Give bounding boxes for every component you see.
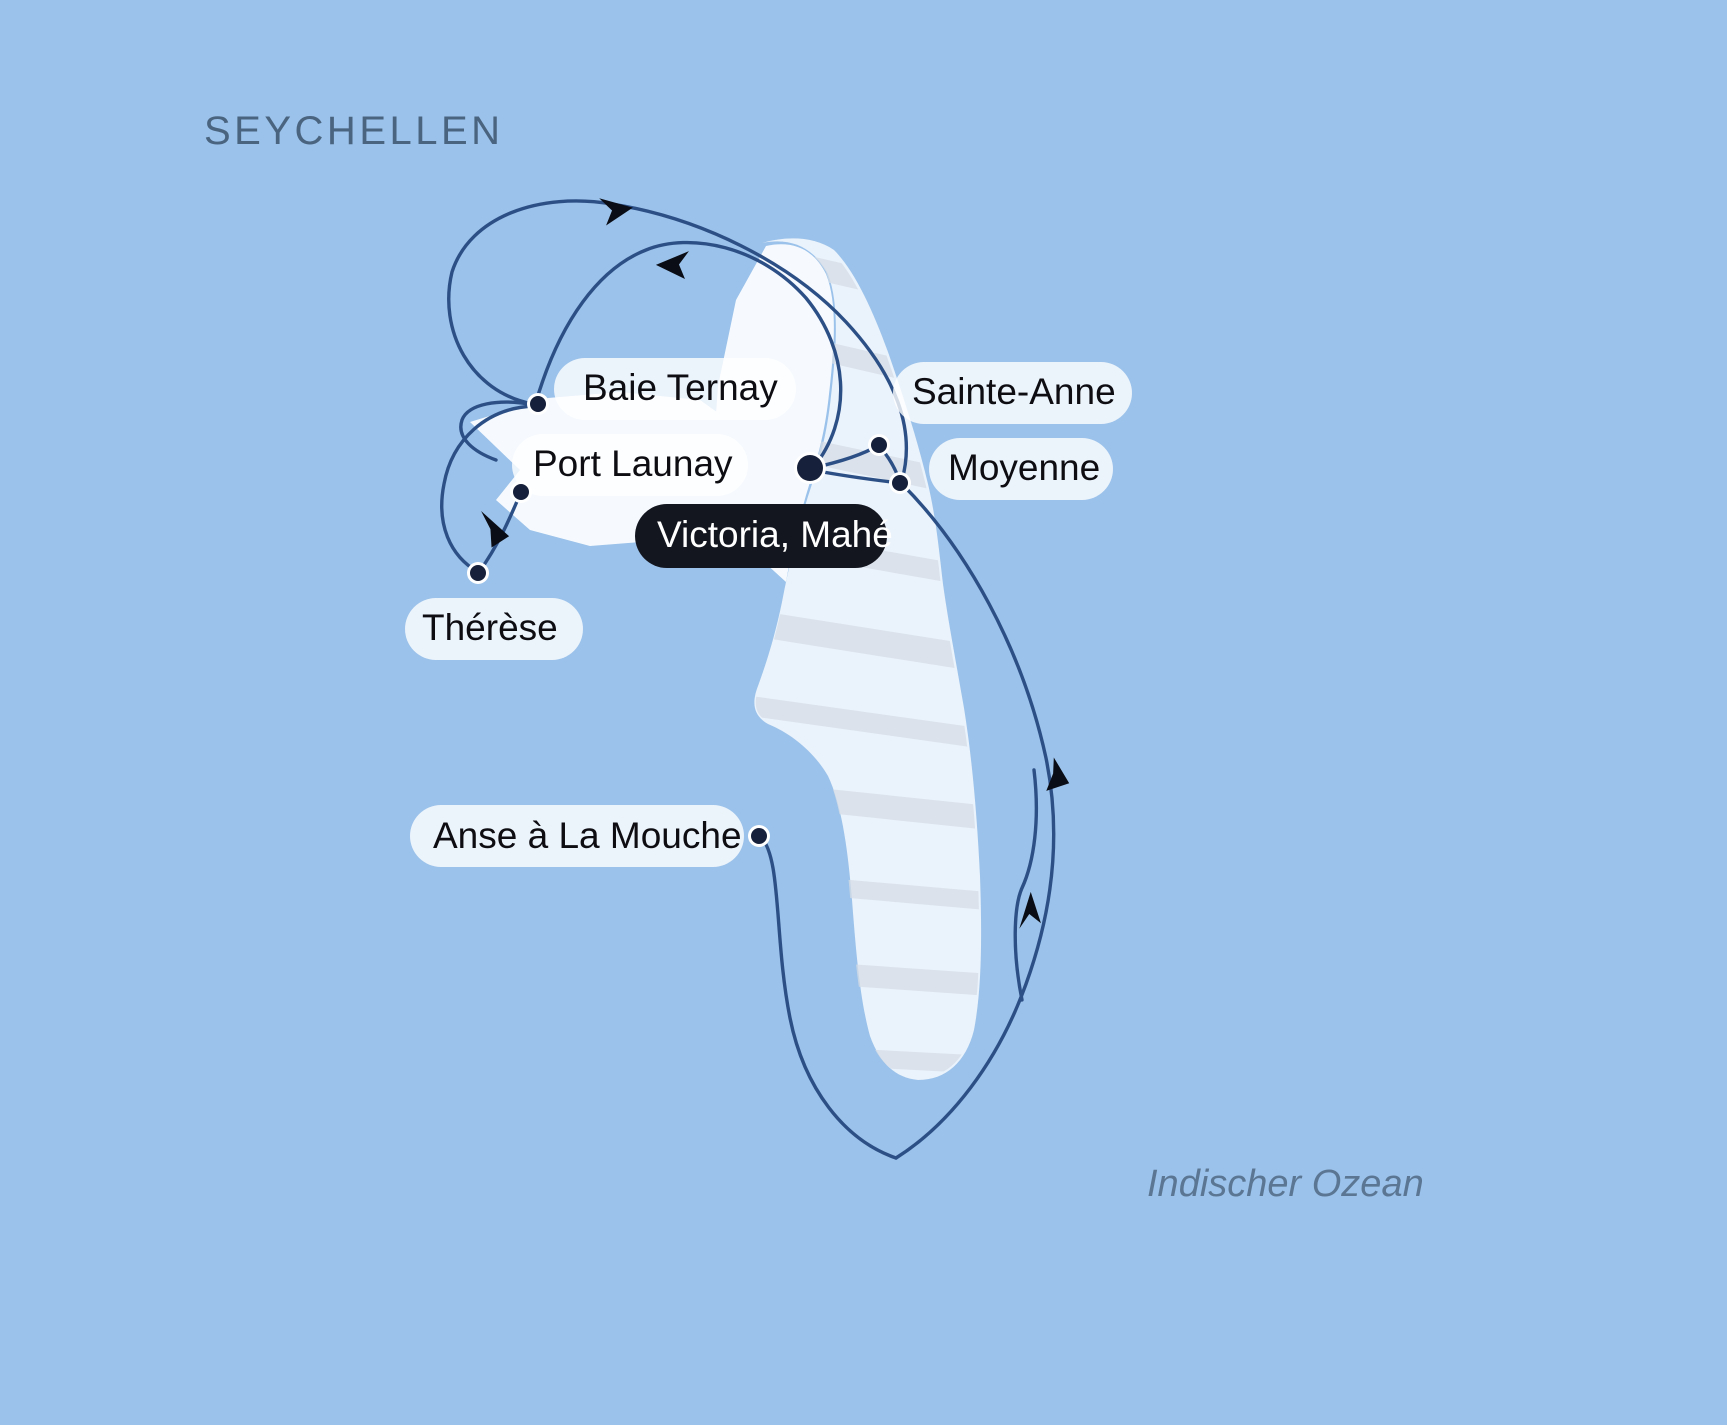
poi-dot-port-launay[interactable] [510,481,532,503]
island-stripe [755,383,980,545]
poi-label-pill [410,805,744,867]
poi-dot-victoria-mahe[interactable] [794,452,826,484]
poi-baie-ternay[interactable]: Baie Ternay [554,358,796,420]
route-east-coast-south [894,482,1056,1160]
poi-label: Victoria, Mahé [657,514,893,555]
route-network [440,199,1056,1160]
poi-dot-anse-a-la-mouche[interactable] [748,825,770,847]
island-stripe [755,282,980,442]
poi-label-pill [554,358,796,420]
poi-therese[interactable]: Thérèse [405,598,583,660]
island-stripe [755,494,980,630]
ocean-label: Indischer Ozean [1147,1163,1424,1205]
route-direction-arrow [1046,757,1070,791]
route-direction-arrow [1019,891,1041,929]
route-direction-arrow [655,251,689,279]
poi-label: Port Launay [533,443,733,484]
route-west-descent [440,404,536,574]
region-title: SEYCHELLEN [204,109,504,153]
poi-sainte-anne[interactable]: Sainte-Anne [893,362,1132,424]
route-direction-arrow [481,510,510,548]
route-ternay-hook [459,400,537,462]
poi-label: Baie Ternay [583,367,778,408]
route-south-return [758,834,898,1160]
poi-label: Moyenne [948,447,1100,488]
poi-dot-sainte-anne[interactable] [868,434,890,456]
poi-dot-baie-ternay[interactable] [527,393,549,415]
poi-dot-group [467,393,911,847]
route-arrow-group [481,198,1070,929]
poi-label: Anse à La Mouche [433,815,742,856]
poi-label-pill [512,434,748,496]
poi-anse-a-la-mouche[interactable]: Anse à La Mouche [410,805,744,867]
poi-label-pill [405,598,583,660]
poi-port-launay[interactable]: Port Launay [512,434,748,496]
route-direction-arrow [599,198,633,226]
poi-label: Thérèse [422,607,558,648]
island-stripe [755,678,980,790]
poi-dot-moyenne[interactable] [889,472,911,494]
poi-label: Sainte-Anne [912,371,1116,412]
poi-label-pill [893,362,1132,424]
poi-dot-therese[interactable] [467,562,489,584]
route-inner-north-loop [534,240,843,470]
poi-victoria-mahe[interactable]: Victoria, Mahé [635,504,893,568]
poi-moyenne[interactable]: Moyenne [929,438,1113,500]
poi-label-pill-primary [635,504,887,568]
island-landmass [754,238,982,1080]
route-east-inner-return [1013,768,1039,1002]
poi-label-pill [929,438,1113,500]
